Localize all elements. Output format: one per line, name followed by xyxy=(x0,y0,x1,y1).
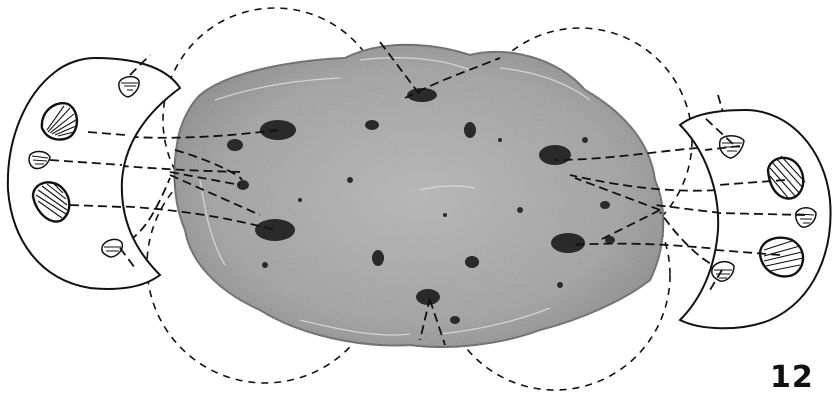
right-crescent-panel xyxy=(680,110,831,328)
stone-spot xyxy=(551,233,585,253)
stone-spot xyxy=(539,145,571,165)
figure-number: 12 xyxy=(770,360,814,395)
left-crescent-panel xyxy=(8,58,180,289)
stone-spot xyxy=(255,219,295,241)
